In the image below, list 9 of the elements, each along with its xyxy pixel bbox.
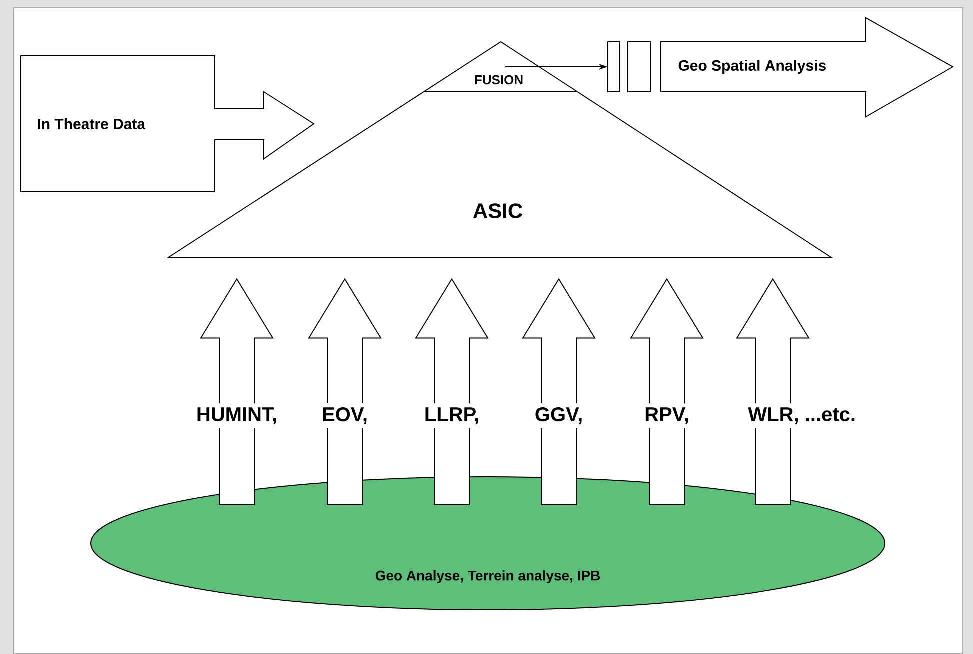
edge-label: GGV, (532, 403, 586, 429)
edge-label: WLR, ...etc. (746, 404, 858, 428)
edge-label: RPV, (642, 404, 692, 428)
edge-label: LLRP, (422, 404, 482, 428)
edge-label: HUMINT, (194, 404, 280, 428)
edge-label: EOV, (320, 403, 370, 429)
band: FUSION (424, 75, 576, 92)
box (608, 42, 620, 92)
box (628, 42, 652, 92)
